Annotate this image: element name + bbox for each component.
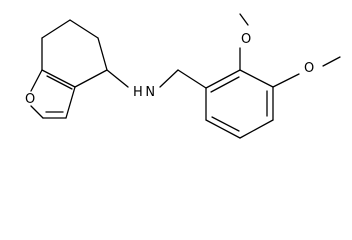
chemical-structure: O H N O O [25,13,341,139]
bond-c6-c5 [69,19,99,39]
furan-ring [30,69,76,119]
bond-b5-b6 [205,119,241,139]
bond-c7a-o1 [30,69,43,92]
bond-b3-o-right [272,73,300,88]
bond-c7-c6 [41,19,71,39]
bond-o-top-ch3 [239,13,249,26]
bond-c7a-c3a-inner [46,75,73,90]
bond-b1-b2-inner [210,76,240,93]
furan-oxygen-label: O [25,92,35,107]
methoxy-oxygen-top-label: O [241,32,251,47]
bond-c3-c3a [65,86,76,119]
benzene-ring [205,69,274,139]
bond-o1-c2 [30,105,44,119]
bond-b5-b6-inner [211,116,240,132]
bond-n-ch2 [159,69,179,88]
bond-c4-c3a [74,69,108,88]
bond-b2-b3 [239,69,274,88]
cyclohexene-ring [41,19,108,88]
bond-o-right-ch3 [322,56,341,67]
amine-nitrogen-label: H N [133,85,155,100]
bond-b4-b5 [239,119,274,139]
bond-b1-b2 [205,69,241,89]
bond-c5-c4 [97,37,108,71]
amine-linker [106,69,207,89]
bond-c4-n [106,69,129,88]
bond-c7a-c3a [41,69,76,88]
methoxy-oxygen-right-label: O [304,61,314,76]
bond-ch2-aryl [177,69,207,89]
methoxy-groups [239,13,341,88]
